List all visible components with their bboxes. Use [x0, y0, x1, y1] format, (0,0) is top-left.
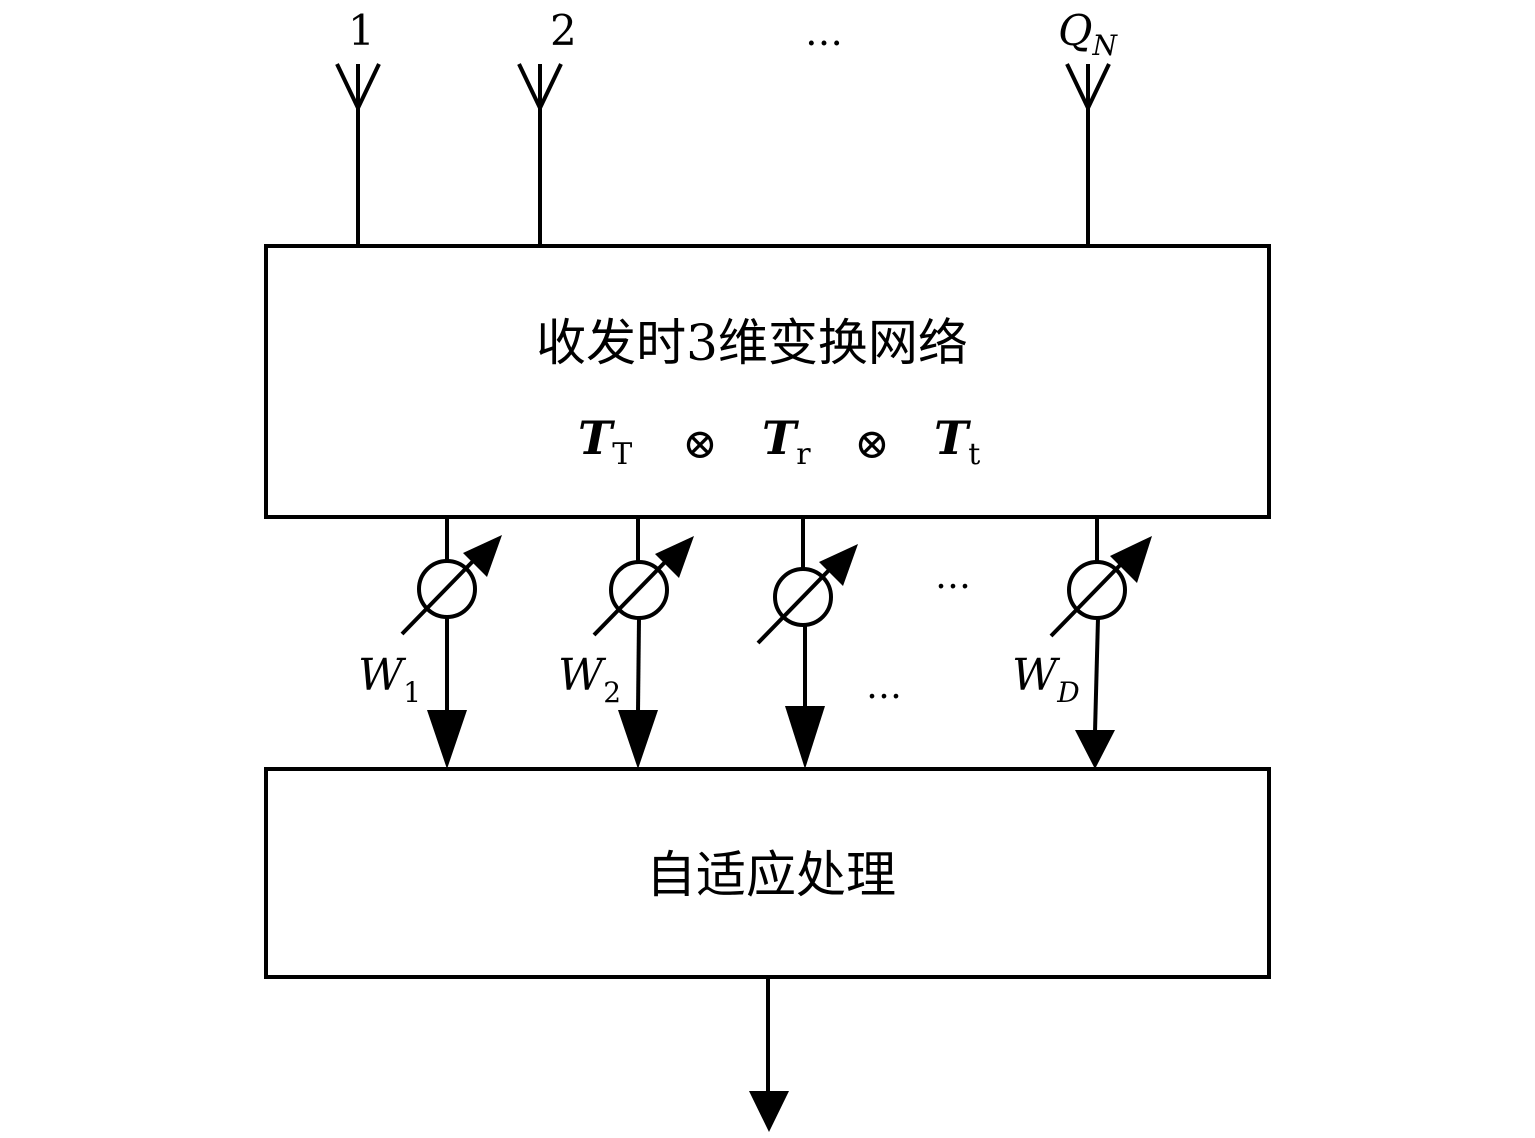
- down-arrow-head-d: [1075, 730, 1115, 769]
- weight-branch-d: [1049, 517, 1152, 769]
- down-arrow-head-1: [427, 710, 467, 769]
- formula-term-tt-lower: Tt: [934, 411, 980, 472]
- weight-label-2-base: W: [558, 650, 607, 701]
- formula-term-tt-sub: T: [612, 437, 632, 472]
- adjust-arrow-head-1: [463, 535, 502, 577]
- antenna-label-qn-sub: N: [1091, 29, 1118, 62]
- down-arrow-head-3: [785, 706, 825, 769]
- weight-branch-3: [756, 517, 858, 769]
- ellipsis-upper: …: [935, 556, 971, 597]
- transform-network-title: 收发时3维变换网络: [536, 314, 968, 372]
- output-arrow-head: [749, 1091, 789, 1132]
- weight-label-1: W1: [358, 650, 421, 709]
- antenna-label-qn-base: Q: [1058, 6, 1092, 55]
- weight-label-d-sub: D: [1056, 676, 1079, 709]
- antenna-label-qn: QN: [1058, 6, 1118, 62]
- antenna-qn: [1065, 63, 1111, 246]
- formula-term-tr-base: T: [762, 411, 800, 465]
- adjust-arrow-head-2: [655, 536, 694, 578]
- formula-term-tt: TT: [578, 411, 632, 472]
- weight-label-1-base: W: [358, 650, 407, 701]
- weight-branch-1: [400, 517, 502, 769]
- kronecker-operator-2: ⊗: [854, 419, 889, 468]
- formula-term-tt-base: T: [578, 411, 616, 465]
- antenna-label-1: 1: [348, 6, 375, 55]
- adaptive-processing-title: 自适应处理: [646, 846, 896, 904]
- kronecker-operator-1: ⊗: [682, 419, 717, 468]
- adjust-arrow-head-3: [819, 544, 858, 586]
- transform-network-block: [264, 244, 1271, 519]
- antenna-1: [335, 63, 381, 246]
- antenna-label-2: 2: [550, 6, 577, 55]
- antenna-ellipsis: …: [805, 10, 843, 54]
- formula-term-tr-sub: r: [796, 437, 811, 472]
- weight-label-d-base: W: [1012, 650, 1061, 701]
- formula-term-tr: Tr: [762, 411, 811, 472]
- transform-formula: TT ⊗ Tr ⊗ Tt: [578, 411, 980, 472]
- ellipsis-lower: …: [866, 666, 902, 707]
- weight-label-1-sub: 1: [403, 676, 421, 709]
- antenna-2: [517, 63, 563, 246]
- down-arrow-head-2: [618, 710, 658, 769]
- weight-label-d: WD: [1012, 650, 1080, 709]
- formula-term-tt-lower-base: T: [934, 411, 972, 465]
- adjust-arrow-head-d: [1110, 536, 1152, 583]
- output-arrow: [749, 977, 789, 1132]
- weight-branch-2: [592, 517, 694, 769]
- weight-label-2-sub: 2: [603, 676, 621, 709]
- weight-label-2: W2: [558, 650, 621, 709]
- formula-term-tt-lower-sub: t: [968, 437, 980, 472]
